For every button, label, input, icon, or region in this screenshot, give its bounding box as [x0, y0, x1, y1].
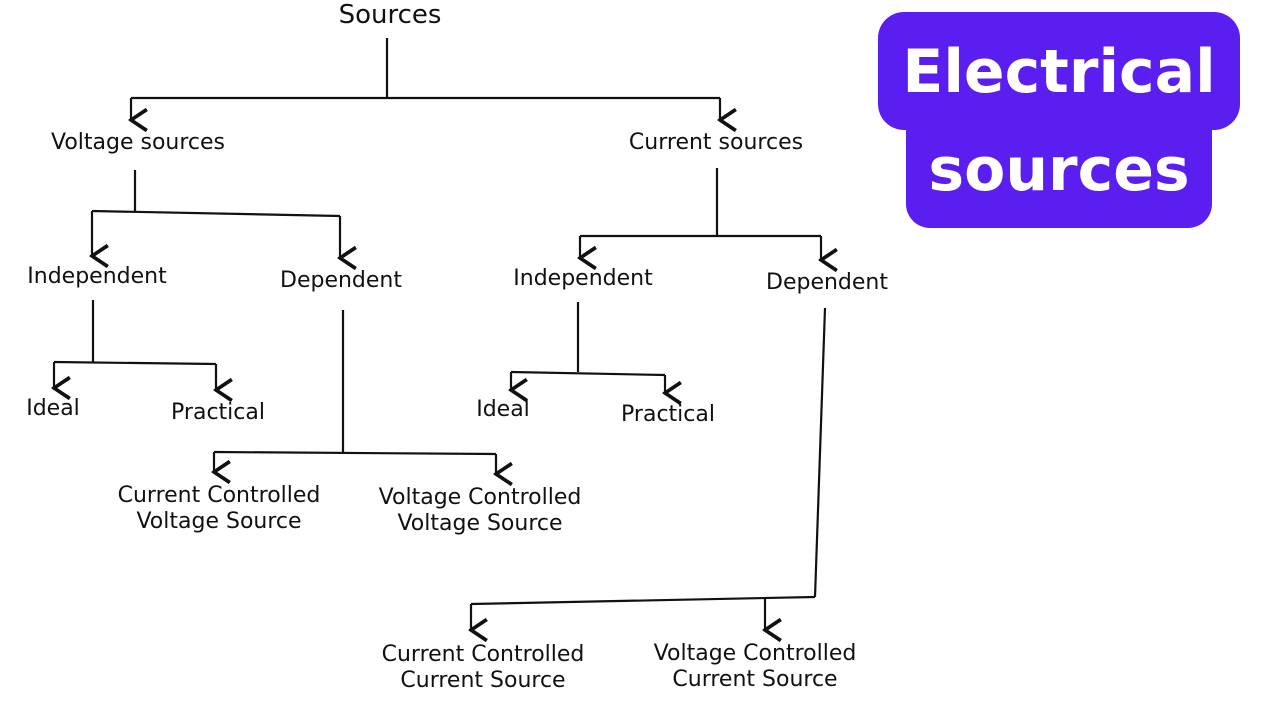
node-cccs-line2: Current Source	[400, 668, 566, 694]
link-c-dep-bar	[470, 595, 816, 606]
node-c-ideal: Ideal	[476, 397, 530, 422]
node-ccvs-line1: Current Controlled	[117, 483, 321, 508]
node-vccs-line1: Voltage Controlled	[653, 641, 857, 666]
link-v-indep-bar	[53, 360, 217, 366]
node-c-independent: Independent	[513, 266, 653, 291]
node-v-practical: Practical	[171, 400, 265, 425]
node-c-practical: Practical	[621, 402, 715, 427]
node-vccs: Voltage Controlled Current Source	[654, 641, 857, 694]
title-line-2: sources	[928, 135, 1190, 205]
node-ccvs-line2: Voltage Source	[136, 509, 302, 535]
node-c-dependent: Dependent	[766, 270, 888, 295]
node-cccs-line1: Current Controlled	[381, 642, 585, 667]
node-root: Sources	[338, 0, 442, 30]
title-badge-bottom-shape	[906, 100, 1212, 228]
node-v-independent: Independent	[27, 264, 167, 289]
node-current-sources: Current sources	[628, 130, 804, 155]
link-voltage-bar	[91, 209, 341, 218]
node-v-dependent: Dependent	[280, 268, 402, 293]
link-v-dep-bar	[213, 450, 497, 456]
node-vcvs-line1: Voltage Controlled	[378, 485, 582, 510]
node-cccs: Current Controlled Current Source	[382, 642, 585, 695]
link-c-dep-stem	[813, 307, 827, 598]
node-vccs-line2: Current Source	[672, 667, 838, 693]
node-vcvs-line2: Voltage Source	[397, 511, 563, 537]
node-vcvs: Voltage Controlled Voltage Source	[379, 485, 582, 538]
node-voltage-sources: Voltage sources	[50, 130, 226, 155]
node-v-ideal: Ideal	[26, 396, 80, 421]
title-line-1: Electrical	[902, 37, 1216, 107]
node-ccvs: Current Controlled Voltage Source	[118, 483, 321, 536]
link-c-indep-bar	[510, 370, 666, 377]
